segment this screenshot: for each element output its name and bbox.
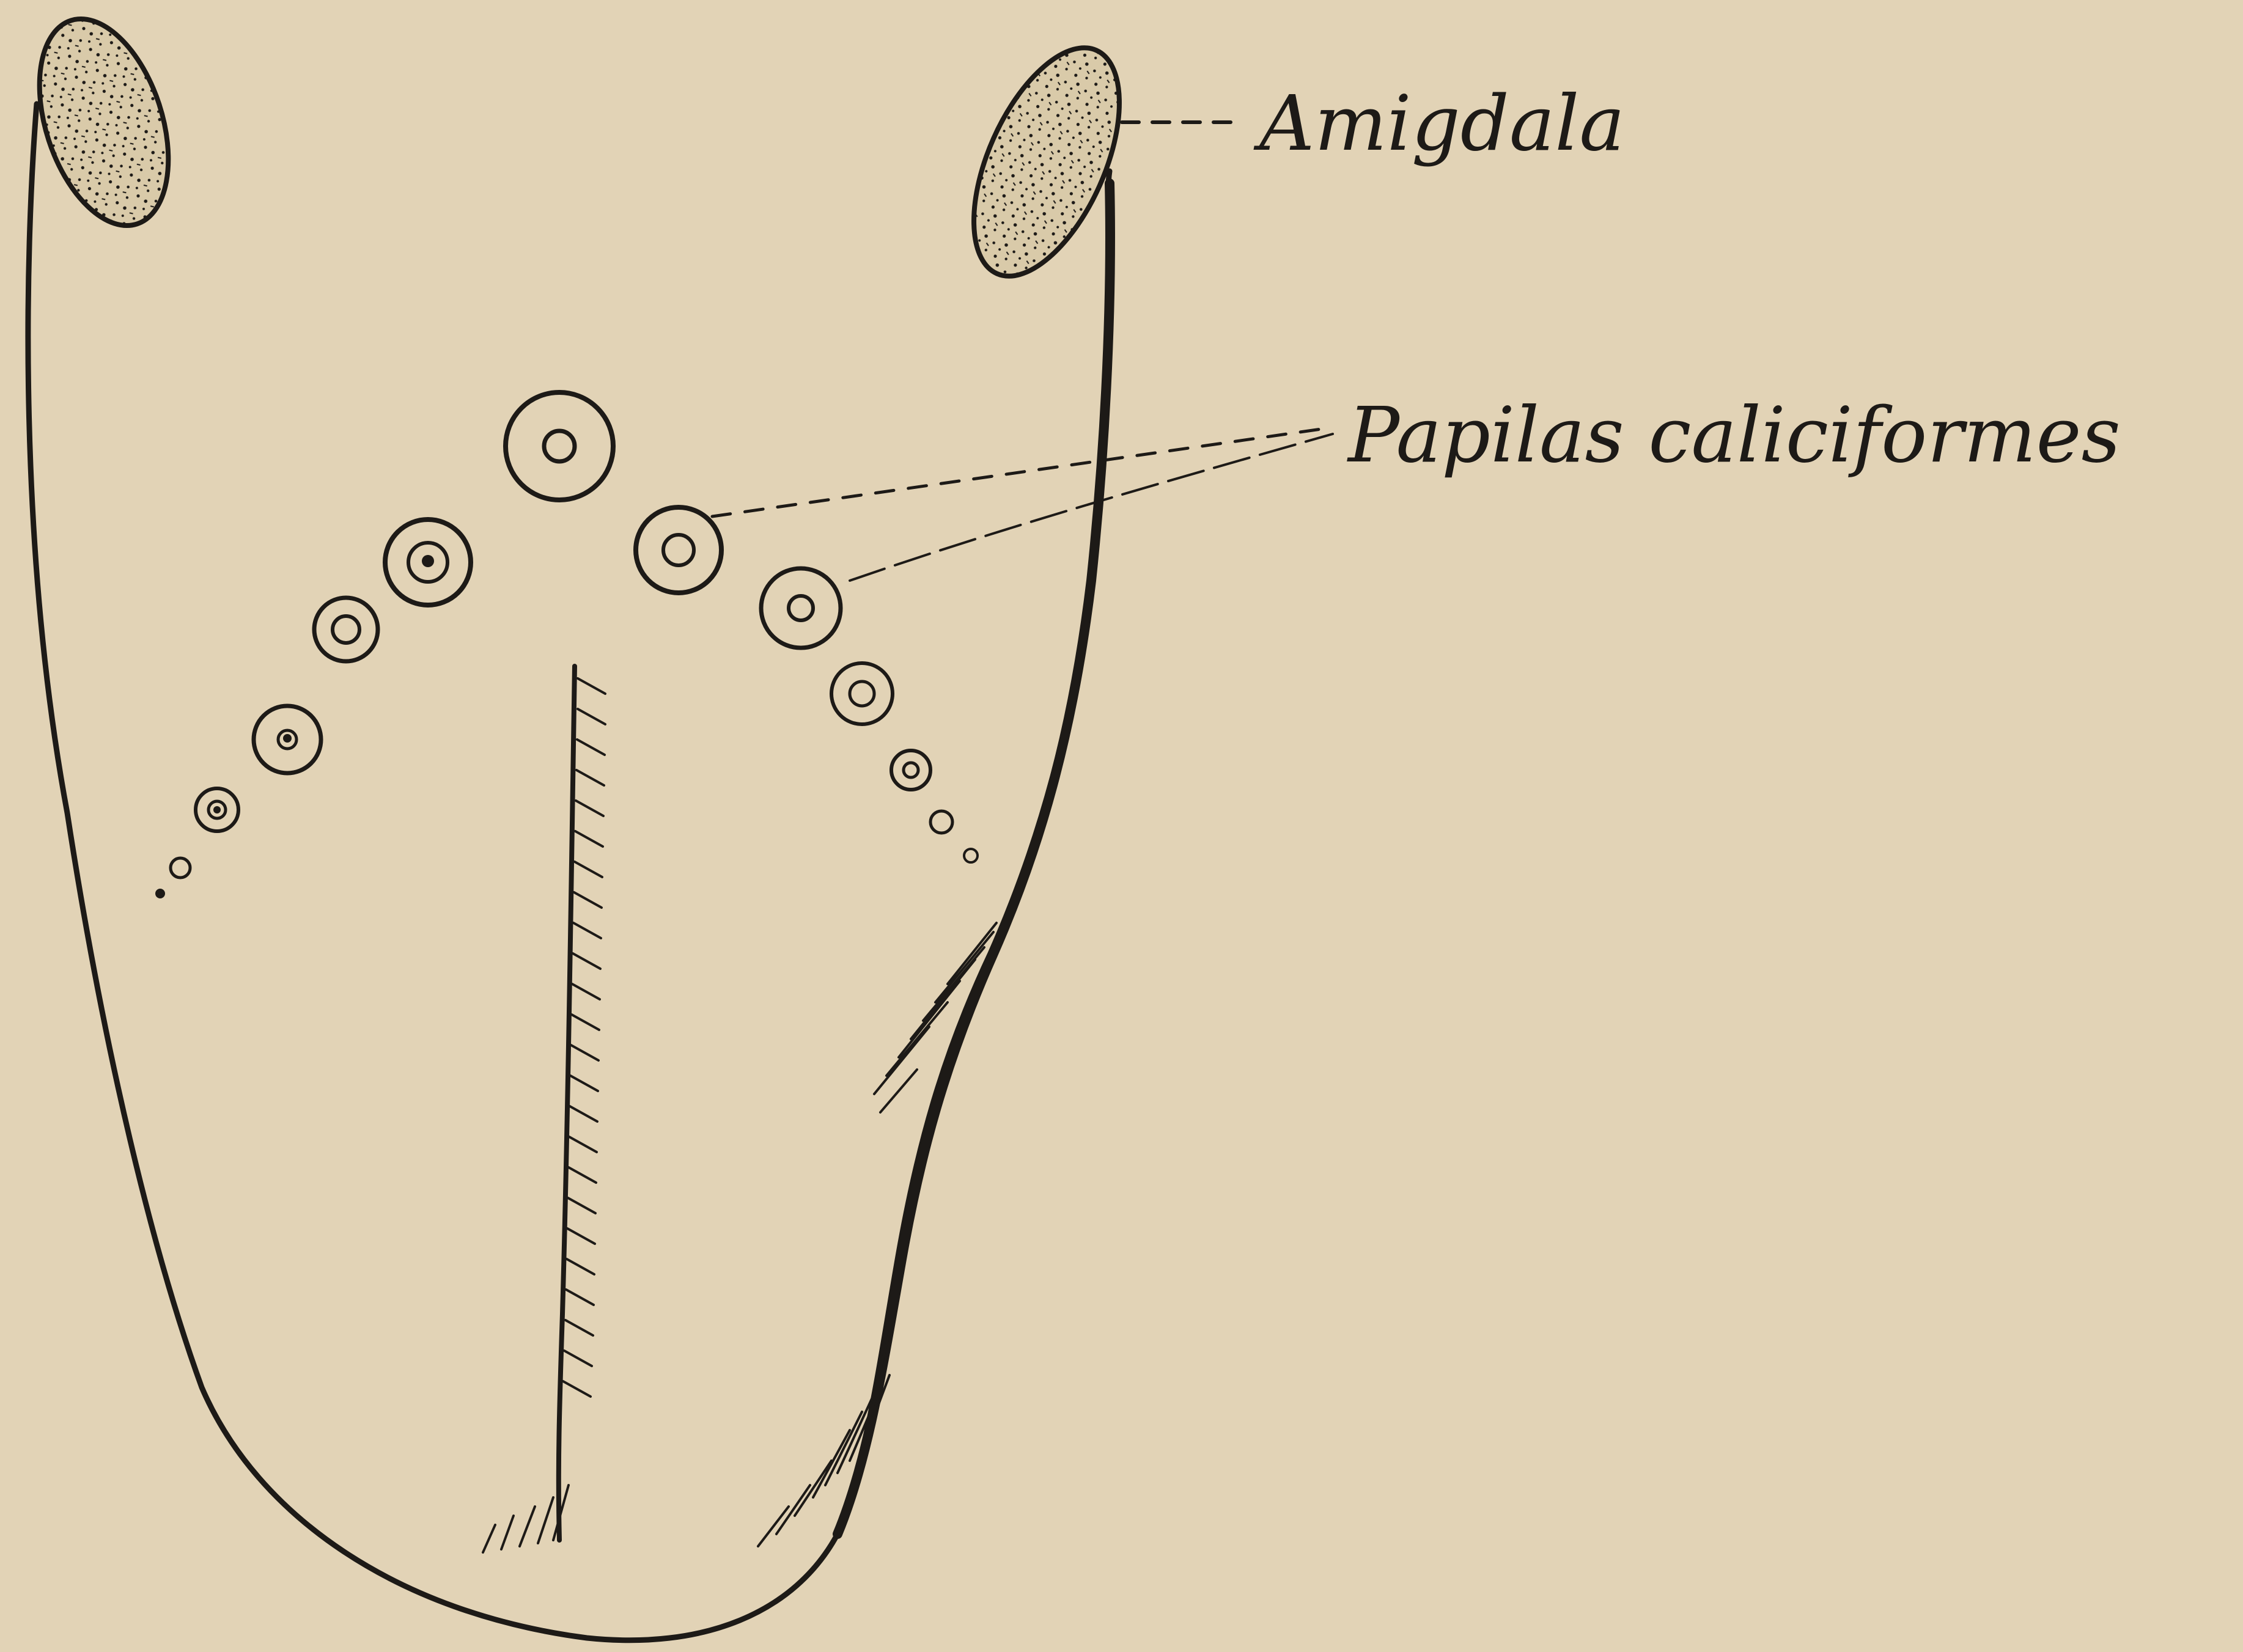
papillae-label: Papilas caliciformes: [1347, 391, 2121, 480]
tonsil-label: Amigdala: [1253, 79, 1625, 168]
